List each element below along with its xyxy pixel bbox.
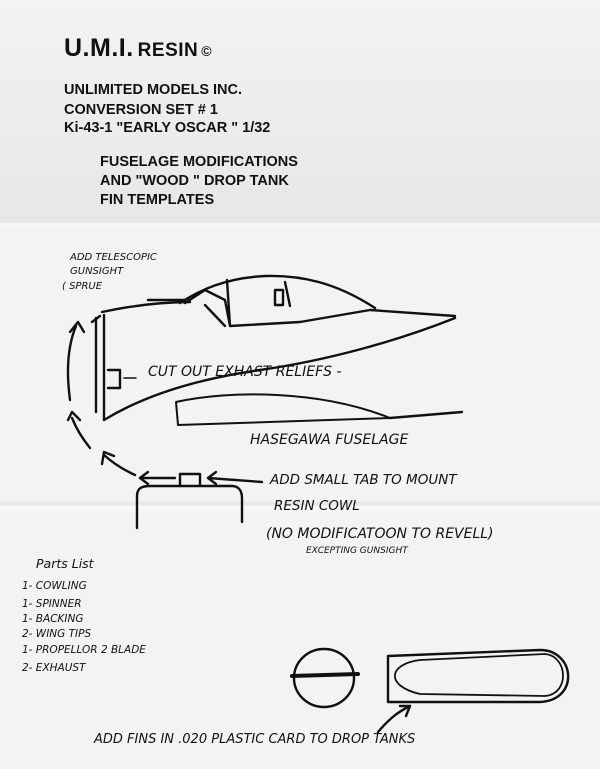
title-resin: RESIN: [137, 40, 199, 61]
arrow-up: [66, 324, 78, 402]
round-fin-line: [290, 672, 360, 678]
subtitle-line-3: FIN TEMPLATES: [100, 192, 215, 208]
note-no-modification: (No Modificatoon to Revell): [266, 526, 494, 542]
note-tab-line-2: Resin Cowl: [274, 498, 360, 514]
title-umi: U.M.I.: [64, 34, 134, 62]
fuselage-bottom: [102, 316, 457, 422]
note-fuselage: Hasegawa Fuselage: [250, 432, 409, 448]
wing-root: [175, 393, 391, 426]
subtitle-line-1: FUSELAGE MODIFICATIONS: [100, 154, 298, 170]
canopy-headrest: [273, 288, 285, 307]
cowl-tab: [178, 472, 202, 488]
tail-line: [388, 410, 464, 420]
parts-list-item: 1- Propellor 2 Blade: [22, 644, 146, 656]
document-title: U.M.I.RESIN©: [64, 34, 212, 63]
note-tab-line-1: Add Small Tab to Mount: [270, 472, 457, 488]
copyright-symbol: ©: [201, 43, 213, 59]
arrow-to-tab-head: [206, 470, 218, 486]
note-gunsight-line-3: ( Sprue: [62, 281, 103, 292]
note-gunsight-line-2: Gunsight: [70, 266, 124, 277]
arrow-lower: [102, 453, 137, 477]
fuselage-nose: [90, 313, 106, 422]
parts-list-title: Parts List: [36, 556, 94, 571]
arrow-to-tank: [376, 704, 412, 734]
parts-list-item: 2- Wing Tips: [22, 628, 92, 640]
note-excepting: Excepting Gunsight: [306, 546, 408, 556]
conversion-set: CONVERSION SET # 1: [64, 102, 218, 118]
note-exhaust: Cut out Exhast Reliefs -: [148, 364, 342, 380]
subtitle-line-2: AND "WOOD " DROP TANK: [100, 173, 289, 189]
arrow-curve: [70, 416, 92, 450]
parts-list-item: 1- Cowling: [22, 580, 87, 592]
resin-cowl: [135, 484, 244, 530]
arrow-left-tab-head: [138, 470, 150, 486]
arrow-to-tab: [206, 476, 264, 484]
parts-list-item: 2- Exhaust: [22, 662, 86, 674]
arrow-lower-head: [100, 450, 116, 466]
model-name: Ki-43-1 "EARLY OSCAR " 1/32: [64, 120, 271, 136]
parts-list-item: 1- Spinner: [22, 598, 82, 610]
drop-tank-inner: [393, 653, 564, 697]
arrow-curve-head: [66, 410, 82, 422]
parts-list-item: 1- Backing: [22, 613, 84, 625]
arrow-up-head: [68, 320, 86, 334]
fuselage-top: [100, 300, 457, 318]
note-gunsight-line-1: Add Telescopic: [70, 252, 157, 263]
round-fin-template: [292, 647, 356, 709]
canopy-frame: [183, 278, 372, 328]
company-name: UNLIMITED MODELS INC.: [64, 82, 243, 98]
note-add-fins: Add Fins in .020 Plastic Card To Drop Ta…: [94, 732, 416, 747]
exhaust-relief: [106, 368, 122, 390]
canopy-outline: [178, 274, 377, 310]
drop-tank-outer: [386, 648, 570, 704]
arrow-to-tank-head: [398, 704, 412, 718]
